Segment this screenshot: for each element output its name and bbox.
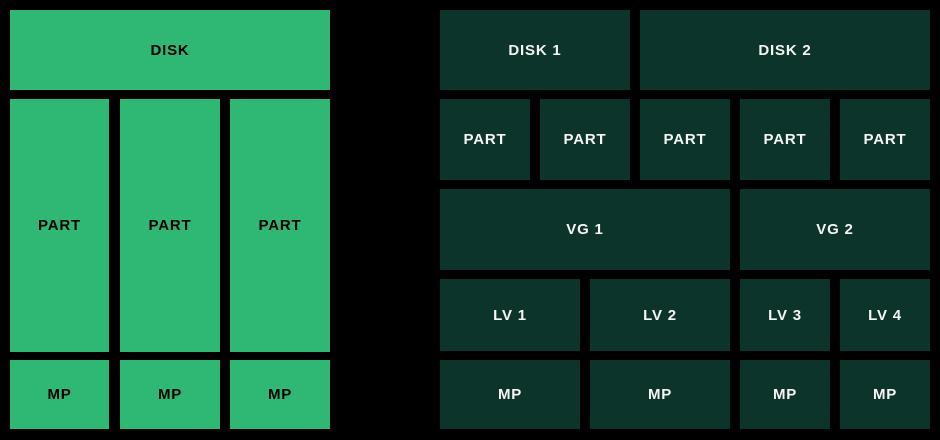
mount-point-box: MP bbox=[740, 360, 830, 429]
logical-volume-box: LV 1 bbox=[440, 279, 580, 351]
partition-box: PART bbox=[10, 99, 109, 352]
volume-group-box: VG 2 bbox=[740, 189, 930, 270]
mount-point-box: MP bbox=[440, 360, 580, 429]
disk-box: DISK 2 bbox=[640, 10, 930, 90]
disk-box: DISK bbox=[10, 10, 330, 90]
logical-volume-box: LV 3 bbox=[740, 279, 830, 351]
partition-box: PART bbox=[740, 99, 830, 180]
mount-point-box: MP bbox=[840, 360, 930, 429]
partition-box: PART bbox=[120, 99, 220, 352]
volume-group-box: VG 1 bbox=[440, 189, 730, 270]
logical-volume-box: LV 4 bbox=[840, 279, 930, 351]
partition-box: PART bbox=[230, 99, 330, 352]
partition-box: PART bbox=[440, 99, 530, 180]
mount-point-box: MP bbox=[120, 360, 220, 429]
mount-point-box: MP bbox=[590, 360, 730, 429]
mount-point-box: MP bbox=[10, 360, 109, 429]
partition-box: PART bbox=[640, 99, 730, 180]
mount-point-box: MP bbox=[230, 360, 330, 429]
partition-box: PART bbox=[540, 99, 630, 180]
partition-box: PART bbox=[840, 99, 930, 180]
disk-box: DISK 1 bbox=[440, 10, 630, 90]
logical-volume-box: LV 2 bbox=[590, 279, 730, 351]
